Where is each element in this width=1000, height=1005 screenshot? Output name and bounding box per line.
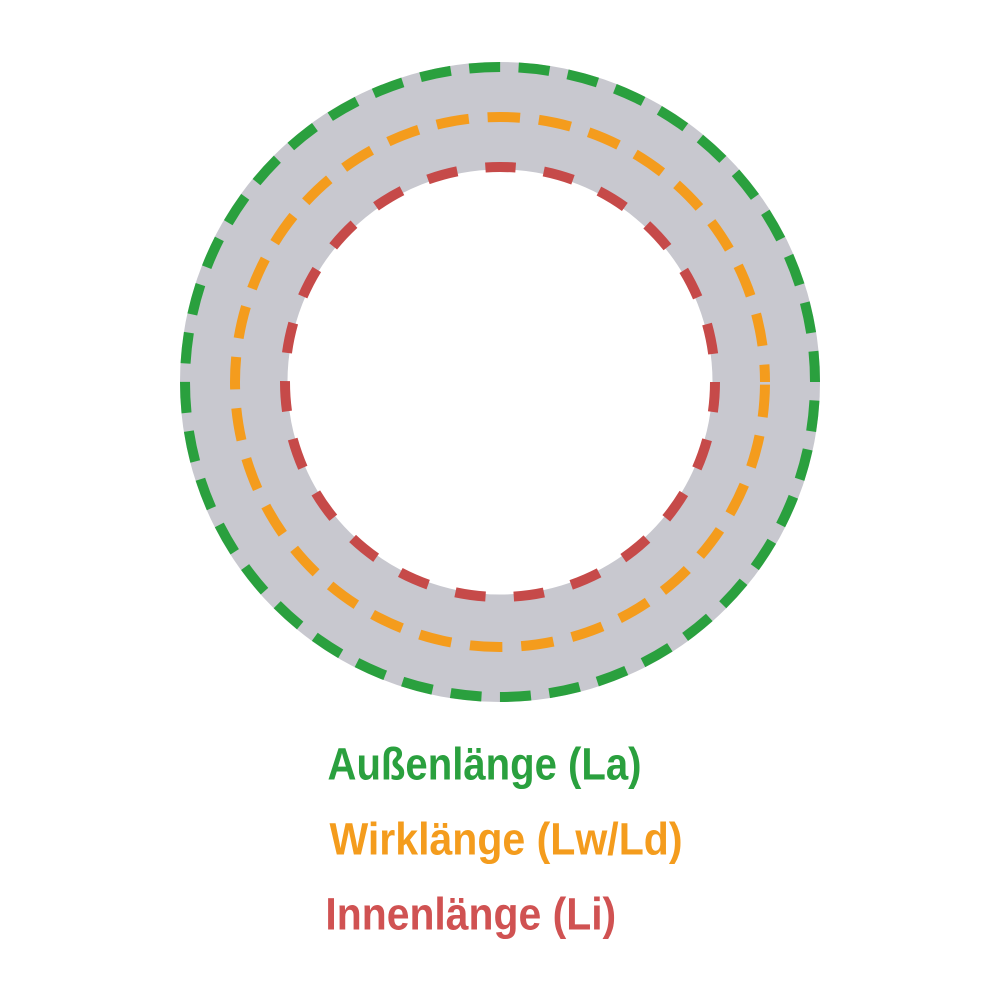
svg-text:Innenlänge (Li): Innenlänge (Li)	[325, 889, 616, 940]
svg-text:Außenlänge (La): Außenlänge (La)	[328, 739, 642, 790]
svg-text:Wirklänge (Lw/Ld): Wirklänge (Lw/Ld)	[330, 814, 683, 865]
